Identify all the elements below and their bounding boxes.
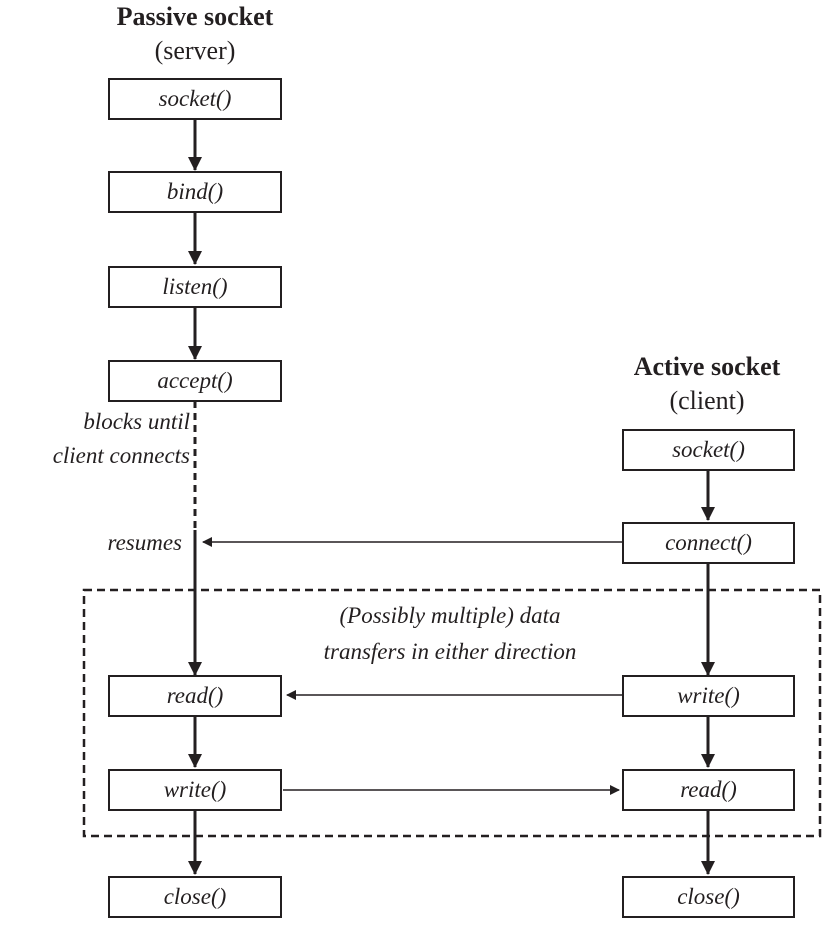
region-caption-line1: (Possibly multiple) data: [339, 603, 561, 628]
client-connect-box: connect(): [622, 522, 795, 564]
client-socket-box: socket(): [622, 429, 795, 471]
client-title: Active socket: [633, 352, 781, 381]
server-heading: Passive socket (server): [60, 0, 330, 68]
region-caption-line2: transfers in either direction: [323, 639, 577, 664]
client-subtitle: (client): [669, 386, 745, 415]
blocks-note-line1: blocks until: [83, 409, 190, 434]
server-accept-box: accept(): [108, 360, 282, 402]
client-close-box: close(): [622, 876, 795, 918]
server-close-box: close(): [108, 876, 282, 918]
client-read-box: read(): [622, 769, 795, 811]
server-bind-box: bind(): [108, 171, 282, 213]
blocks-note-line2: client connects: [52, 443, 190, 468]
server-listen-box: listen(): [108, 266, 282, 308]
data-transfer-region: [82, 588, 822, 838]
client-write-box: write(): [622, 675, 795, 717]
server-read-box: read(): [108, 675, 282, 717]
server-subtitle: (server): [154, 36, 236, 65]
server-title: Passive socket: [116, 2, 274, 31]
resumes-note: resumes: [107, 530, 182, 555]
server-write-box: write(): [108, 769, 282, 811]
client-heading: Active socket (client): [572, 350, 840, 418]
blocks-note: blocks until client connects: [4, 405, 190, 473]
server-socket-box: socket(): [108, 78, 282, 120]
region-caption: (Possibly multiple) data transfers in ei…: [250, 598, 650, 670]
